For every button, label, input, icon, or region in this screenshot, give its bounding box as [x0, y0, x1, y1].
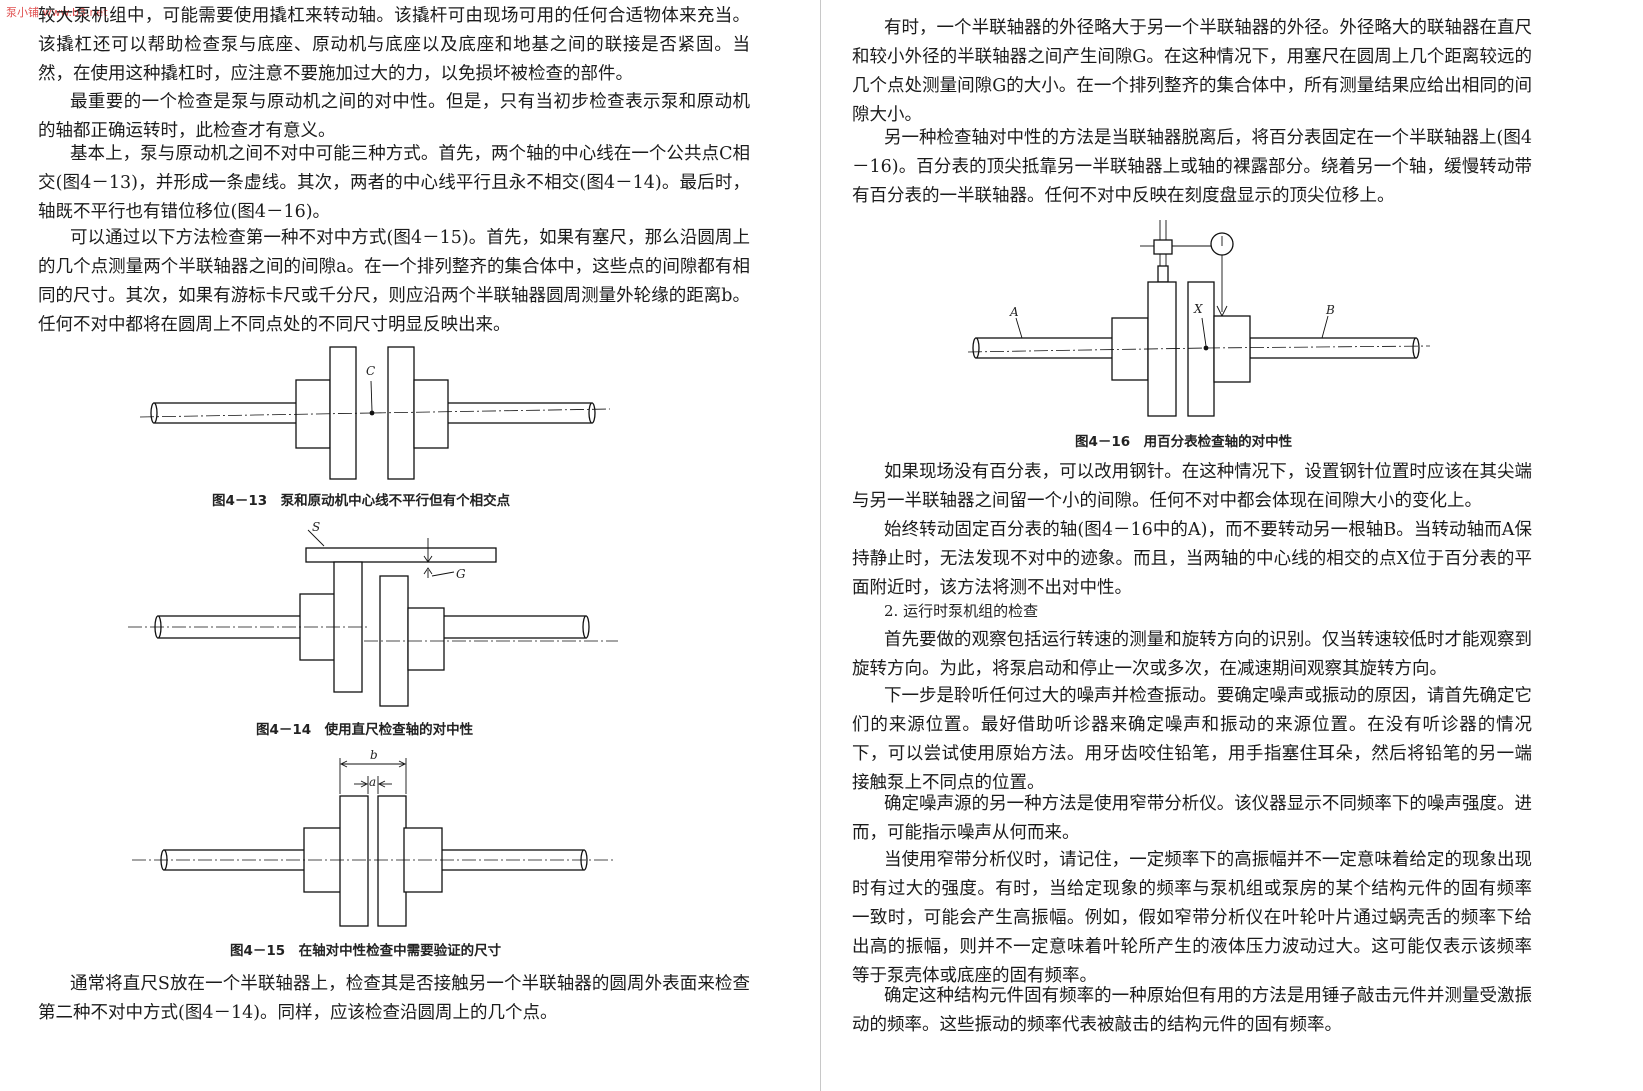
coupling-flange: [329, 346, 357, 480]
label-b: B: [1325, 303, 1335, 317]
label-g: G: [456, 567, 466, 581]
shaft-left: [153, 402, 301, 424]
coupling-hub: [413, 379, 449, 449]
paragraph: 有时，一个半联轴器的外径略大于另一个半联轴器的外径。外径略大的联轴器在直尺和较小…: [852, 18, 1532, 125]
figure-4-14: S G: [128, 520, 618, 707]
shaft-end: [1412, 337, 1420, 359]
figure-4-13: C: [139, 346, 611, 480]
paragraph: 确定这种结构元件固有频率的一种原始但有用的方法是用锤子敲击元件并测量受激振动的频…: [852, 986, 1532, 1035]
shaft-right: [439, 615, 587, 639]
indicator-post: [1157, 265, 1169, 283]
straight-edge: [305, 547, 497, 563]
shaft-end: [582, 615, 590, 639]
figure-caption: 图4－13 泵和原动机中心线不平行但有个相交点: [212, 493, 511, 509]
figure-caption: 图4－15 在轴对中性检查中需要验证的尺寸: [230, 943, 502, 959]
paragraph: 始终转动固定百分表的轴(图4－16中的A)，而不要转动另一根轴B。当转动轴而A保…: [852, 520, 1532, 598]
shaft-end: [150, 402, 158, 424]
label-x: X: [1193, 302, 1203, 316]
shaft-right: [435, 402, 593, 424]
paragraph: 较大泵机组中，可能需要使用撬杠来转动轴。该撬杆可由现场可用的任何合适物体来充当。…: [38, 6, 750, 84]
figure-caption: 图4－16 用百分表检查轴的对中性: [1075, 434, 1293, 450]
paragraph: 如果现场没有百分表，可以改用钢针。在这种情况下，设置钢针位置时应该在其尖端与另一…: [852, 462, 1532, 511]
indicator-clamp: [1153, 239, 1173, 255]
paragraph: 最重要的一个检查是泵与原动机之间的对中性。但是，只有当初步检查表示泵和原动机的轴…: [38, 92, 750, 141]
coupling-flange: [339, 795, 369, 927]
shaft-b: [1249, 337, 1417, 359]
label-a: a: [369, 775, 376, 789]
coupling-hub: [407, 607, 445, 671]
coupling-flange: [1187, 281, 1215, 417]
paragraph: 下一步是聆听任何过大的噪声并检查振动。要确定噪声或振动的原因，请首先确定它们的来…: [852, 686, 1532, 793]
figure-4-15: b a: [132, 748, 616, 927]
figure-4-16: X A B: [967, 220, 1431, 417]
section-heading: 2. 运行时泵机组的检查: [884, 602, 1039, 620]
paragraph: 另一种检查轴对中性的方法是当联轴器脱离后，将百分表固定在一个半联轴器上(图4－1…: [852, 128, 1532, 206]
paragraph: 确定噪声源的另一种方法是使用窄带分析仪。该仪器显示不同频率下的噪声强度。进而，可…: [852, 794, 1532, 843]
paragraph: 可以通过以下方法检查第一种不对中方式(图4－15)。首先，如果有塞尺，那么沿圆周…: [38, 228, 750, 335]
paragraph: 基本上，泵与原动机之间不对中可能三种方式。首先，两个轴的中心线在一个公共点C相交…: [38, 144, 750, 222]
intersection-point: [1203, 345, 1209, 351]
coupling-flange: [387, 346, 415, 480]
figure-caption: 图4－14 使用直尺检查轴的对中性: [256, 722, 474, 738]
shaft-a: [975, 337, 1117, 359]
label-a: A: [1009, 305, 1019, 319]
label-b: b: [370, 748, 378, 762]
watermark: 泵小铺 www.b3.net: [6, 6, 108, 19]
label-s: S: [312, 520, 320, 534]
page-divider: [820, 0, 821, 1091]
coupling-hub: [1213, 315, 1251, 383]
paragraph: 当使用窄带分析仪时，请记住，一定频率下的高振幅并不一定意味着给定的现象出现时有过…: [852, 850, 1532, 986]
shaft-end: [588, 402, 596, 424]
paragraph: 通常将直尺S放在一个半联轴器上，检查其是否接触另一个半联轴器的圆周外表面来检查第…: [38, 974, 750, 1023]
label-c: C: [366, 364, 375, 378]
shaft-end: [972, 337, 980, 359]
intersection-point: [369, 410, 375, 416]
paragraph: 首先要做的观察包括运行转速的测量和旋转方向的识别。仅当转速较低时才能观察到旋转方…: [852, 630, 1532, 679]
coupling-flange: [377, 795, 407, 927]
